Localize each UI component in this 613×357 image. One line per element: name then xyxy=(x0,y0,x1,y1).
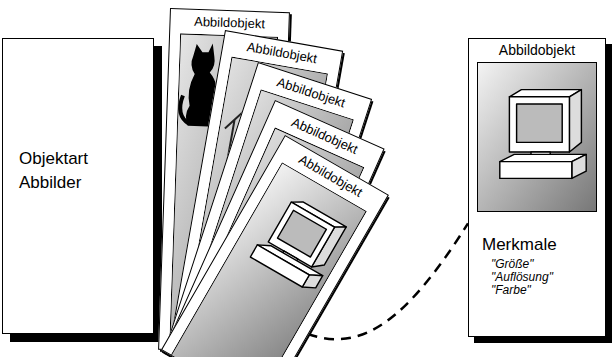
features-heading: Merkmale xyxy=(473,235,601,255)
category-box: Objektart Abbilder xyxy=(2,38,154,334)
card-heading: Abbildobjekt xyxy=(473,42,601,59)
detail-card: AbbildobjektMerkmale "Größe""Auflösung""F… xyxy=(468,38,606,337)
feature-item: "Farbe" xyxy=(473,284,601,297)
computer-picture xyxy=(477,62,597,212)
category-label: Objektart Abbilder xyxy=(19,147,119,195)
feature-item: "Auflösung" xyxy=(473,271,601,284)
feature-item: "Größe" xyxy=(473,258,601,271)
